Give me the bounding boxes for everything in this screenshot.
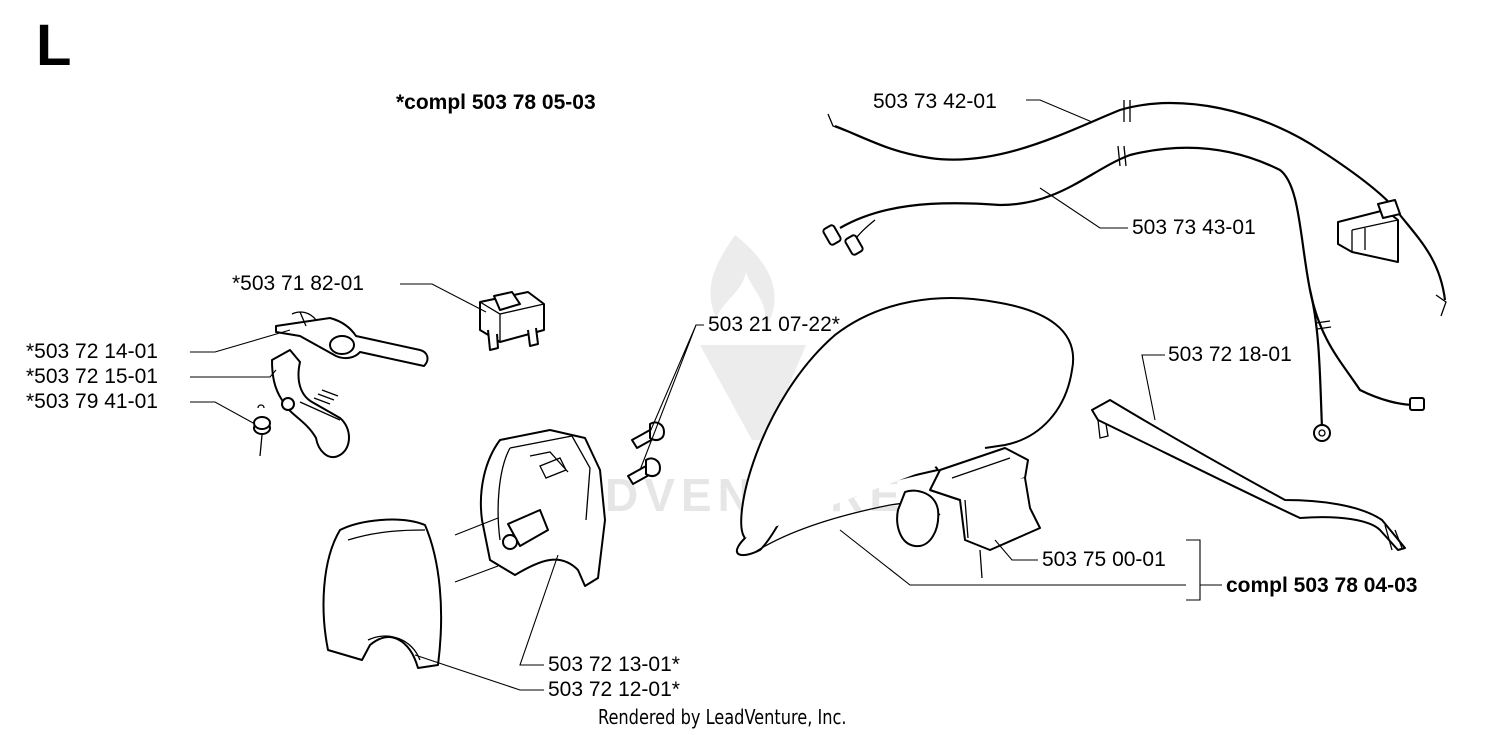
throttle-lock-part <box>275 311 429 367</box>
watermark-logo <box>700 235 806 440</box>
leader-lines <box>190 99 1222 691</box>
throttle-trigger-part <box>271 349 350 458</box>
cable-upper <box>827 100 1447 317</box>
front-handle <box>736 297 1075 579</box>
part-label-handle-cover: 503 72 12-01* <box>548 678 680 701</box>
screws-part <box>627 421 665 485</box>
part-label-handle-support: 503 72 18-01 <box>1168 343 1292 366</box>
handle-assembly-label: compl 503 78 04-03 <box>1226 574 1418 597</box>
part-label-front-handle: 503 75 00-01 <box>1042 548 1166 571</box>
handle-cover-part <box>322 518 443 669</box>
switch-assembly-label: *compl 503 78 05-03 <box>396 91 596 114</box>
footer-credit: Rendered by LeadVenture, Inc. <box>598 705 847 729</box>
handle-support-bar <box>1091 399 1406 551</box>
section-letter: L <box>36 13 72 78</box>
part-label-screw: 503 21 07-22* <box>708 313 840 336</box>
part-label-cable-lower: 503 73 43-01 <box>1132 216 1256 239</box>
cable-lower <box>822 145 1425 442</box>
cable-connector <box>1337 199 1401 263</box>
handle-housing-part <box>479 429 606 587</box>
part-label-spring: *503 79 41-01 <box>26 390 158 413</box>
part-label-throttle-lock: *503 72 14-01 <box>26 340 158 363</box>
part-label-cable-upper: 503 73 42-01 <box>873 90 997 113</box>
switch-part <box>479 291 545 351</box>
part-label-switch: *503 71 82-01 <box>232 272 364 295</box>
part-label-handle-housing: 503 72 13-01* <box>548 653 680 676</box>
spring-part <box>253 404 271 457</box>
part-label-throttle-trigger: *503 72 15-01 <box>26 365 158 388</box>
